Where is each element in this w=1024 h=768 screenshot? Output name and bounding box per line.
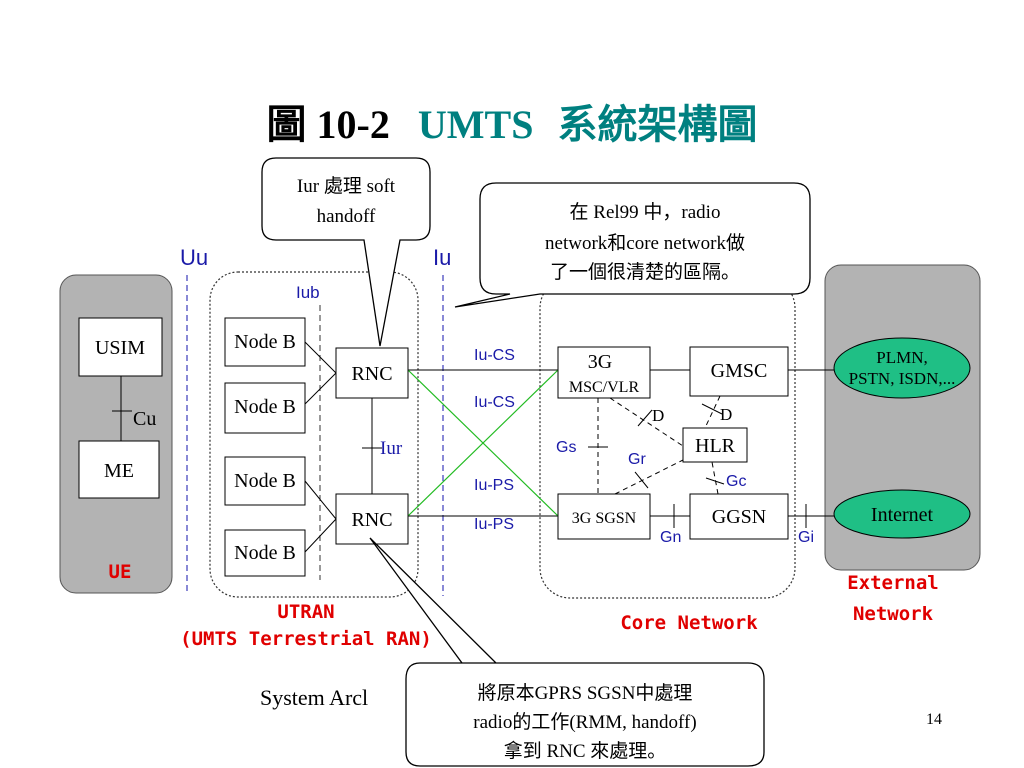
gi-label: Gi bbox=[798, 529, 814, 546]
rel99-callout-line2: network和core network做 bbox=[545, 232, 745, 254]
d2-tick bbox=[701, 403, 723, 415]
rnc-callout-bubble bbox=[369, 537, 765, 767]
gc-label: Gc bbox=[726, 473, 746, 490]
utran-label-line2: (UMTS Terrestrial RAN) bbox=[180, 628, 432, 650]
core-panel bbox=[539, 277, 796, 599]
iu-ps-label-1: Iu-PS bbox=[474, 477, 514, 494]
iu-cs-label-2: Iu-CS bbox=[474, 394, 515, 411]
rnc-1-box bbox=[335, 347, 409, 399]
footer-text: System Arcl bbox=[260, 685, 368, 710]
external-label-line1: External bbox=[847, 572, 939, 594]
msc-vlr-box bbox=[557, 346, 651, 399]
ggsn-label: GGSN bbox=[712, 506, 766, 528]
cu-label: Cu bbox=[133, 408, 156, 430]
gs-label: Gs bbox=[556, 439, 576, 456]
slide-title: 圖 10-2 UMTS 系統架構圖 bbox=[267, 102, 758, 147]
iu-cs-label-1: Iu-CS bbox=[474, 347, 515, 364]
sgsn-box bbox=[557, 493, 651, 540]
title-suffix: 系統架構圖 bbox=[557, 102, 757, 147]
node-b-1-label: Node B bbox=[234, 331, 296, 353]
ggsn-box bbox=[689, 493, 789, 540]
title-prefix: 圖 10-2 bbox=[267, 102, 390, 147]
internet-ellipse bbox=[833, 489, 971, 539]
d-label-1: D bbox=[652, 406, 664, 425]
pstn-ellipse bbox=[833, 337, 971, 399]
external-label-line2: Network bbox=[853, 603, 934, 625]
node-b-4-label: Node B bbox=[234, 542, 296, 564]
iu-ps-label-2: Iu-PS bbox=[474, 516, 514, 533]
rnc-1-label: RNC bbox=[351, 363, 392, 385]
ue-group-label: UE bbox=[109, 561, 132, 583]
node-b-3-box bbox=[224, 456, 306, 506]
rnc-callout-line2: radio的工作(RMM, handoff) bbox=[473, 711, 696, 733]
ggsn-hlr-link bbox=[711, 461, 719, 495]
gc-tick bbox=[705, 477, 725, 485]
usim-label: USIM bbox=[95, 337, 145, 359]
uu-label: Uu bbox=[180, 245, 208, 270]
rel99-callout-bubble bbox=[454, 182, 811, 308]
gn-label: Gn bbox=[660, 529, 681, 546]
me-label: ME bbox=[104, 460, 134, 482]
rel99-callout-line3: 了一個很清楚的區隔。 bbox=[550, 261, 740, 283]
rnc-2-label: RNC bbox=[351, 509, 392, 531]
d-label-2: D bbox=[720, 405, 732, 424]
iur-callout-bubble bbox=[261, 157, 431, 347]
nodeb3-rnc2-link bbox=[304, 480, 337, 520]
utran-panel bbox=[209, 271, 419, 598]
sgsn-hlr-link bbox=[614, 459, 684, 495]
title-umts: UMTS bbox=[418, 102, 534, 147]
me-box bbox=[78, 440, 160, 499]
node-b-4-box bbox=[224, 529, 306, 577]
gmsc-box bbox=[689, 346, 789, 397]
node-b-2-label: Node B bbox=[234, 396, 296, 418]
node-b-3-label: Node B bbox=[234, 470, 296, 492]
msc-hlr-link bbox=[609, 397, 684, 447]
hlr-box bbox=[682, 427, 748, 463]
nodeb1-rnc1-link bbox=[304, 341, 337, 374]
msc-line2: MSC/VLR bbox=[569, 379, 640, 396]
iur-label: Iur bbox=[380, 438, 403, 459]
utran-label-line1: UTRAN bbox=[277, 601, 334, 623]
rnc-2-box bbox=[335, 493, 409, 545]
gmsc-label: GMSC bbox=[711, 360, 768, 382]
rnc-callout-line3: 拿到 RNC 來處理。 bbox=[504, 739, 667, 762]
gmsc-hlr-link bbox=[704, 395, 721, 429]
page-number: 14 bbox=[926, 711, 942, 728]
rel99-callout-line1: 在 Rel99 中，radio bbox=[570, 201, 721, 223]
iur-callout-line2: handoff bbox=[317, 206, 376, 227]
core-network-label: Core Network bbox=[620, 612, 758, 634]
msc-line1: 3G bbox=[588, 351, 612, 373]
gr-tick bbox=[634, 471, 649, 489]
iur-callout-line1: Iur 處理 soft bbox=[297, 175, 396, 197]
usim-box bbox=[78, 317, 163, 377]
hlr-label: HLR bbox=[695, 435, 736, 457]
pstn-line2: PSTN, ISDN,... bbox=[849, 369, 956, 388]
nodeb4-rnc2-link bbox=[304, 518, 337, 553]
iu-label: Iu bbox=[433, 245, 451, 270]
node-b-2-box bbox=[224, 382, 306, 434]
nodeb2-rnc1-link bbox=[304, 372, 337, 405]
internet-label: Internet bbox=[871, 504, 934, 526]
rnc2-msc-cross bbox=[407, 369, 559, 517]
pstn-line1: PLMN, bbox=[876, 348, 927, 367]
d1-tick bbox=[637, 409, 653, 427]
sgsn-label: 3G SGSN bbox=[572, 510, 637, 527]
node-b-1-box bbox=[224, 317, 306, 367]
iub-label: Iub bbox=[296, 283, 320, 302]
rnc-callout-line1: 將原本GPRS SGSN中處理 bbox=[478, 682, 693, 704]
gr-label: Gr bbox=[628, 451, 646, 468]
